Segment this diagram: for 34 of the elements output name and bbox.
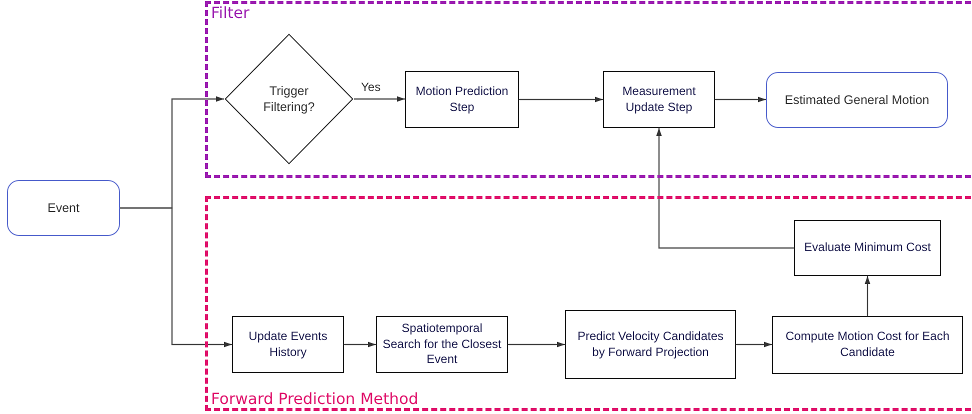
- arrow: [508, 342, 565, 348]
- process-box: [603, 71, 715, 128]
- arrow: [715, 96, 766, 102]
- edge-label: Yes: [360, 80, 382, 94]
- terminal-box: [766, 72, 948, 128]
- node-label: Estimated General Motion: [784, 93, 930, 107]
- node-label: Evaluate Minimum Cost: [804, 240, 931, 256]
- process-box: [565, 310, 736, 379]
- node-label: Spatiotemporal Search for the Closest Event: [382, 321, 502, 368]
- node-label: Event: [48, 201, 80, 215]
- group-title: Filter: [211, 4, 250, 22]
- node-label: Motion Prediction Step: [414, 84, 510, 116]
- arrow: [656, 128, 794, 249]
- process-box: [405, 71, 519, 128]
- node-label: Measurement Update Step: [621, 84, 697, 116]
- node-label: Trigger Filtering?: [262, 82, 316, 116]
- node-label: Update Events History: [248, 328, 328, 360]
- decision-diamond: [224, 33, 354, 165]
- dashed-group-frame: [205, 1, 972, 178]
- arrow: [344, 342, 376, 348]
- arrow: [120, 207, 232, 348]
- process-box: [376, 316, 508, 373]
- arrow: [519, 96, 603, 102]
- arrow: [864, 276, 870, 316]
- process-box: [232, 316, 344, 373]
- process-box: [772, 316, 963, 374]
- node-label: Compute Motion Cost for Each Candidate: [784, 329, 951, 361]
- arrow: [354, 96, 405, 102]
- node-label: Predict Velocity Candidates by Forward Projection: [576, 328, 725, 360]
- terminal-box: [7, 180, 120, 236]
- group-title: Forward Prediction Method: [211, 390, 418, 408]
- dashed-group-frame: [205, 196, 972, 411]
- process-box: [794, 220, 941, 276]
- arrow: [736, 342, 772, 348]
